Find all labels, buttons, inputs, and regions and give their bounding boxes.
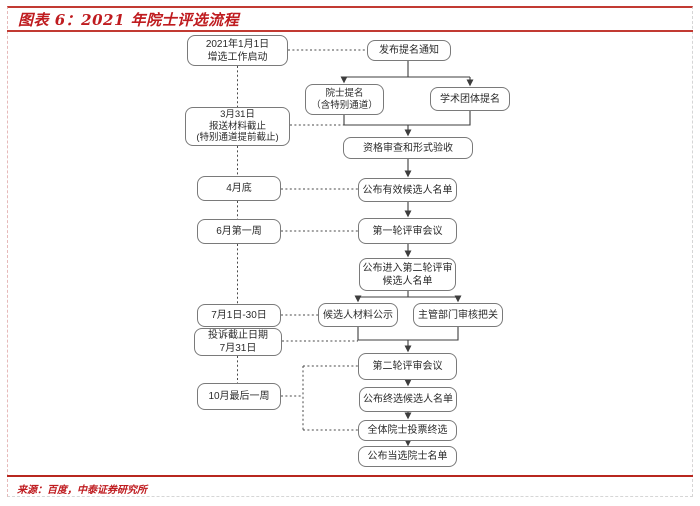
dotted-timeline-links	[237, 49, 367, 431]
figure-title: 图表 6：2021 年院士评选流程	[18, 11, 240, 29]
node-date-june-week1: 6月第一周	[197, 219, 281, 244]
node-material-publicity: 候选人材料公示	[318, 303, 398, 327]
node-date-mar31: 3月31日 报送材料截止 (特别通道提前截止)	[185, 107, 290, 146]
node-elected-list: 公布当选院士名单	[358, 446, 457, 467]
node-qualification-review: 资格审查和形式验收	[343, 137, 473, 159]
node-valid-candidate-list: 公布有效候选人名单	[358, 178, 457, 202]
title-divider	[7, 30, 693, 32]
node-department-check: 主管部门审核把关	[413, 303, 503, 327]
node-society-nomination: 学术团体提名	[430, 87, 510, 111]
node-first-review-meeting: 第一轮评审会议	[358, 218, 457, 244]
node-academician-nomination: 院士提名 （含特别通道）	[305, 84, 384, 115]
node-date-oct-last-week: 10月最后一周	[197, 383, 281, 410]
node-second-review-meeting: 第二轮评审会议	[358, 353, 457, 380]
node-second-round-candidate-list: 公布进入第二轮评审 候选人名单	[359, 258, 456, 291]
figure-frame	[7, 6, 693, 497]
source-note: 来源：百度，中泰证券研究所	[17, 485, 147, 496]
node-all-academician-vote: 全体院士投票终选	[358, 420, 457, 441]
footer-divider	[7, 475, 693, 477]
node-date-july1-30: 7月1日-30日	[197, 304, 281, 327]
node-final-candidate-list: 公布终选候选人名单	[359, 387, 457, 412]
node-publish-nomination-notice: 发布提名通知	[367, 40, 451, 61]
node-date-start: 2021年1月1日 增选工作启动	[187, 35, 288, 66]
node-date-complaint-deadline: 投诉截止日期 7月31日	[194, 328, 282, 356]
node-date-end-april: 4月底	[197, 176, 281, 201]
solid-flow-lines	[340, 61, 474, 447]
